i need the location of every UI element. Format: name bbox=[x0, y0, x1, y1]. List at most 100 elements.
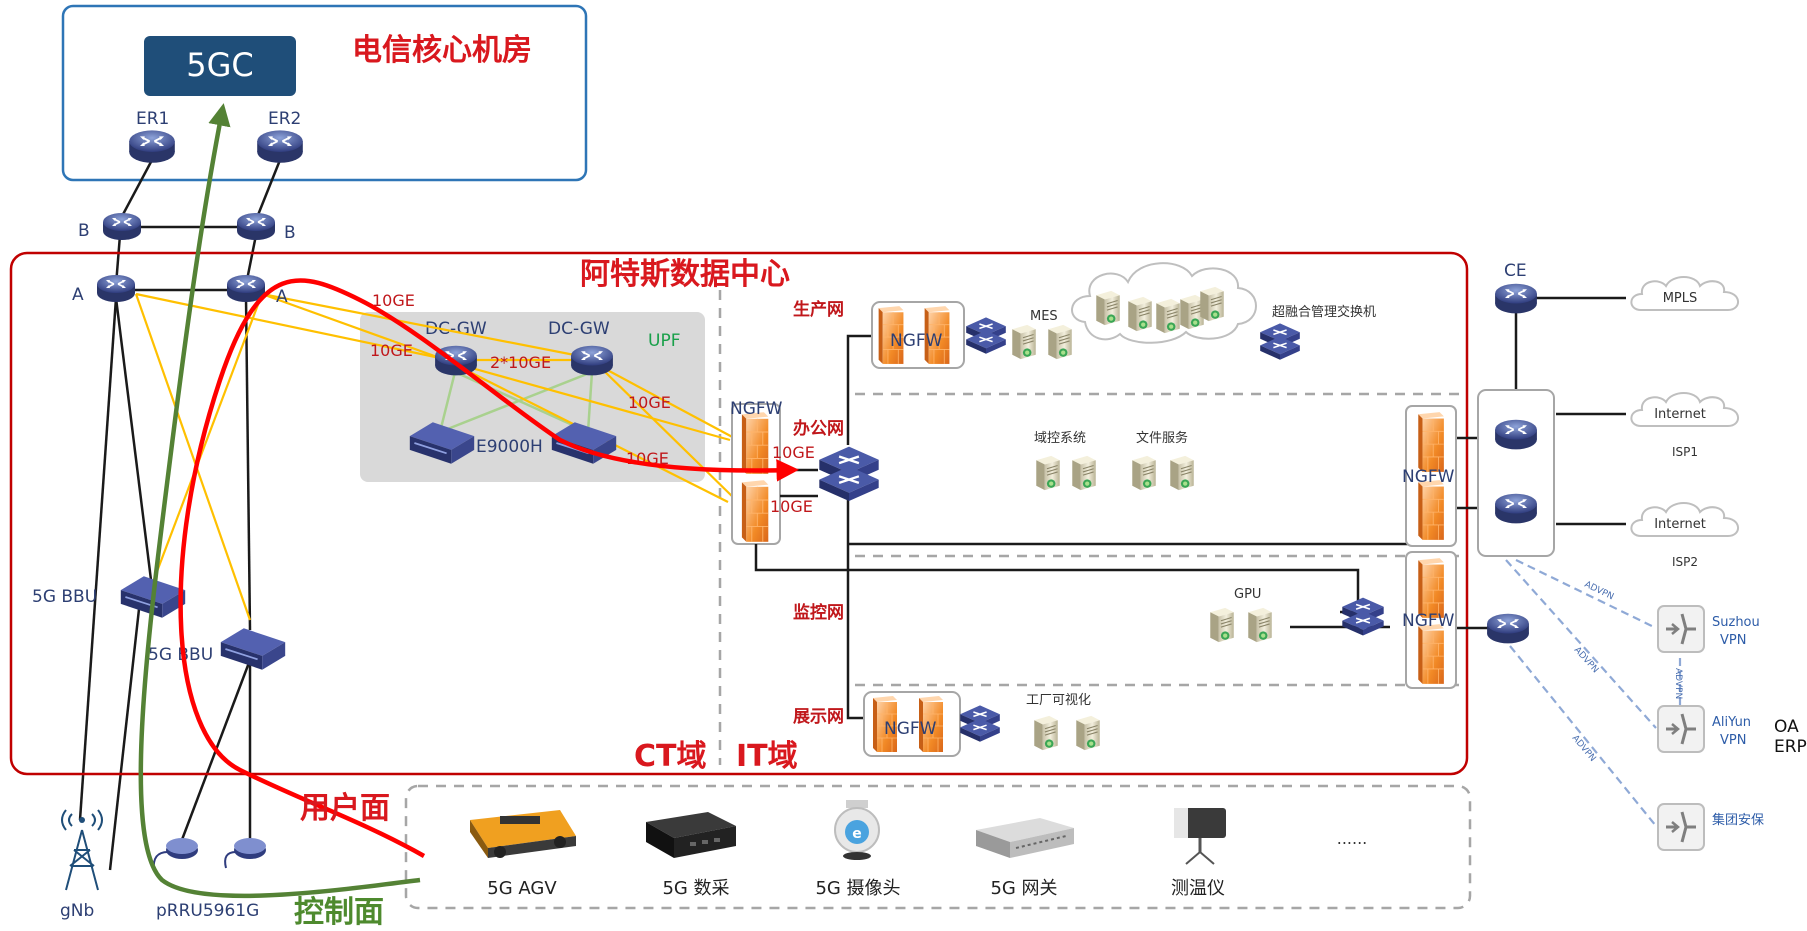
er2-label: ER2 bbox=[268, 109, 301, 129]
ngfw-main-label: NGFW bbox=[730, 399, 783, 419]
collector-label: 5G 数采 bbox=[662, 878, 729, 899]
factory-vis-label: 工厂可视化 bbox=[1026, 693, 1091, 708]
ge-label-c: 10GE bbox=[628, 393, 671, 412]
ct-domain-label: CT域 bbox=[634, 739, 706, 774]
control-plane-label: 控制面 bbox=[294, 895, 384, 930]
prod-switch-icon bbox=[965, 316, 1007, 355]
svg-text:e: e bbox=[852, 826, 862, 842]
isp2-label: ISP2 bbox=[1672, 555, 1698, 569]
group-sec-vpn-icon bbox=[1656, 802, 1706, 852]
ngfw-right2-fw2-icon bbox=[1417, 623, 1445, 685]
agv-label: 5G AGV bbox=[487, 878, 557, 899]
thermo-label: 测温仪 bbox=[1171, 878, 1225, 899]
gnb-tower-icon bbox=[61, 809, 103, 891]
advpn-label-1: ADVPN bbox=[1583, 580, 1615, 603]
ge-label-e: 10GE bbox=[772, 443, 815, 462]
suzhou-vpn-label: VPN bbox=[1720, 633, 1746, 648]
collector-icon bbox=[646, 812, 736, 858]
domain-server1-icon bbox=[1035, 455, 1061, 491]
ge-label-a: 10GE bbox=[372, 291, 415, 310]
ngfw-prod-label: NGFW bbox=[890, 331, 943, 351]
ngfw-right1-label: NGFW bbox=[1402, 467, 1455, 487]
control-plane-arrow bbox=[138, 103, 421, 899]
b-left-label: B bbox=[78, 221, 90, 241]
agv-icon bbox=[470, 810, 576, 858]
thermo-icon bbox=[1174, 808, 1226, 865]
gpu-server2-icon bbox=[1247, 607, 1273, 643]
core-room-title: 电信核心机房 bbox=[352, 33, 532, 68]
ge-label-f: 10GE bbox=[770, 497, 813, 516]
vpn-router-icon bbox=[1486, 612, 1530, 645]
bbu2-label: 5G BBU bbox=[148, 645, 213, 665]
suzhou-label: Suzhou bbox=[1712, 615, 1760, 630]
aliyun-vpn-icon bbox=[1656, 704, 1706, 754]
domain-server2-icon bbox=[1071, 455, 1097, 491]
vis-server1-icon bbox=[1033, 715, 1059, 751]
bbu1-label: 5G BBU bbox=[32, 587, 97, 607]
fivegc-box bbox=[144, 36, 296, 96]
camera-label: 5G 摄像头 bbox=[815, 878, 900, 899]
b-right-router-icon bbox=[236, 212, 276, 241]
bbu2-icon bbox=[219, 627, 287, 671]
aliyun-label: AliYun bbox=[1712, 715, 1751, 730]
internet1-label: Internet bbox=[1654, 407, 1706, 422]
office-net-label: 办公网 bbox=[793, 418, 844, 439]
er1-router-icon bbox=[128, 129, 176, 164]
file-svc-label: 文件服务 bbox=[1136, 430, 1188, 446]
datacenter-frame bbox=[9, 251, 1469, 776]
ngfw-right2-label: NGFW bbox=[1402, 611, 1455, 631]
ngfw-right1-fw2-icon bbox=[1417, 479, 1445, 541]
more-devices-label: ...... bbox=[1337, 829, 1368, 848]
internet2-label: Internet bbox=[1654, 517, 1706, 532]
prru-label: pRRU5961G bbox=[156, 901, 259, 921]
edge-router-frame bbox=[1477, 389, 1555, 557]
mes-server1-icon bbox=[1011, 324, 1037, 360]
file-server2-icon bbox=[1169, 455, 1195, 491]
hci-switch-label: 超融合管理交换机 bbox=[1272, 304, 1376, 320]
ngfw-main-fw1-icon bbox=[741, 411, 769, 475]
show-switch-icon bbox=[959, 704, 1001, 743]
ge-label-b: 10GE bbox=[370, 341, 413, 360]
hci-server5-icon bbox=[1199, 286, 1225, 322]
dcgw2-label: DC-GW bbox=[548, 319, 610, 339]
edge-router1-icon bbox=[1494, 418, 1538, 451]
gateway-label: 5G 网关 bbox=[990, 878, 1057, 899]
core-room-frame bbox=[61, 4, 588, 182]
a-right-label: A bbox=[276, 287, 288, 307]
gpu-server1-icon bbox=[1209, 607, 1235, 643]
erp-label: ERP bbox=[1774, 737, 1807, 757]
dcgw2-router-icon bbox=[570, 344, 614, 377]
b-left-router-icon bbox=[102, 212, 142, 241]
monitor-switch-icon bbox=[1341, 596, 1385, 637]
group-sec-label: 集团安保 bbox=[1712, 812, 1764, 828]
zone-dividers bbox=[855, 392, 1460, 687]
ce-router-icon bbox=[1494, 282, 1538, 315]
advpn-label-4: ADVPN bbox=[1673, 668, 1683, 699]
e9000h-label: E9000H bbox=[476, 437, 543, 457]
edge-router2-icon bbox=[1494, 492, 1538, 525]
b-right-label: B bbox=[284, 223, 296, 243]
datacenter-title: 阿特斯数据中心 bbox=[580, 257, 790, 292]
mpls-label: MPLS bbox=[1663, 291, 1698, 306]
isp1-label: ISP1 bbox=[1672, 445, 1698, 459]
gpu-label: GPU bbox=[1234, 587, 1261, 602]
aliyun-vpn-label: VPN bbox=[1720, 733, 1746, 748]
er2-router-icon bbox=[256, 129, 304, 164]
prod-net-label: 生产网 bbox=[793, 299, 844, 320]
upf-label: UPF bbox=[648, 331, 680, 351]
ngfw-right1-fw1-icon bbox=[1417, 411, 1445, 473]
ce-label: CE bbox=[1504, 261, 1527, 281]
orange-links bbox=[134, 292, 739, 621]
a-left-label: A bbox=[72, 285, 84, 305]
suzhou-vpn-icon bbox=[1656, 604, 1706, 654]
camera-icon: e bbox=[834, 800, 880, 860]
it-domain-label: IT域 bbox=[736, 739, 798, 774]
mes-server2-icon bbox=[1047, 324, 1073, 360]
terminals-frame bbox=[404, 784, 1472, 910]
hci-server2-icon bbox=[1127, 296, 1153, 332]
file-server1-icon bbox=[1131, 455, 1157, 491]
ngfw-right2-fw1-icon bbox=[1417, 557, 1445, 619]
it-core-switch-icon bbox=[818, 445, 880, 503]
